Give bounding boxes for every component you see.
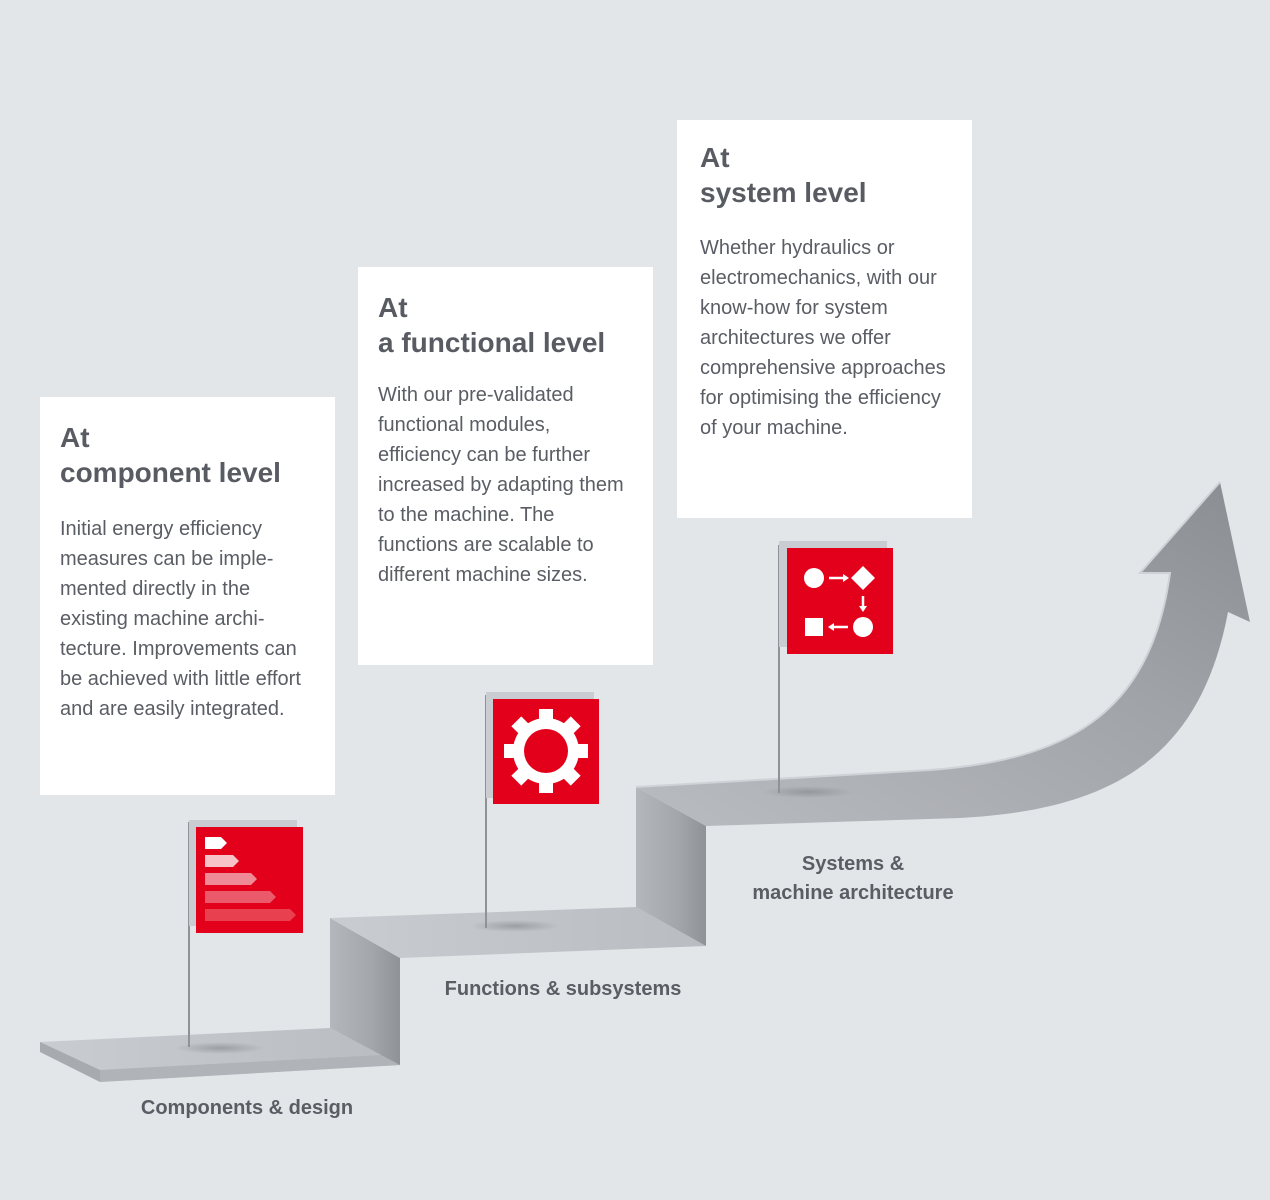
card-system-title: At system level <box>700 140 952 210</box>
step-label-systems: Systems & machine architecture <box>723 850 983 908</box>
card-functional-body: With our pre-validated functional module… <box>378 384 624 586</box>
card-system-body: Whether hydraulics or electromechanics, … <box>700 237 946 439</box>
step-label-systems-line1: Systems & <box>801 853 905 875</box>
step-label-systems-line2: machine architecture <box>752 882 954 904</box>
card-functional-title-line1: At <box>378 292 408 323</box>
card-system-level: At system level Whether hydraulics or el… <box>677 120 972 518</box>
growth-arrow <box>635 481 1250 826</box>
card-component-title: At component level <box>60 420 315 490</box>
flag-component-level <box>188 820 303 1047</box>
card-component-level: At component level Initial energy effici… <box>40 397 335 795</box>
card-system-title-line1: At <box>700 142 730 173</box>
process-flow-icon <box>804 566 875 637</box>
card-component-body: Initial energy efficiency measures can b… <box>60 518 301 720</box>
riser-1 <box>330 918 400 1065</box>
step-components <box>40 1028 400 1082</box>
gear-icon <box>504 709 588 793</box>
step-label-functions: Functions & subsystems <box>444 978 682 1000</box>
step-label-components: Components & design <box>140 1097 354 1119</box>
flag-functional-level <box>485 692 599 928</box>
card-component-title-line1: At <box>60 422 90 453</box>
card-functional-level: At a functional level With our pre-valid… <box>358 267 653 665</box>
step-functions <box>330 907 706 958</box>
card-functional-title: At a functional level <box>378 290 633 360</box>
card-functional-title-line2: a functional level <box>378 327 606 358</box>
card-system-title-line2: system level <box>700 177 867 208</box>
flag-3-panel <box>787 548 893 654</box>
flag-system-level <box>778 541 893 793</box>
energy-rating-icon <box>205 837 296 921</box>
card-component-title-line2: component level <box>60 457 281 488</box>
riser-2 <box>636 787 706 946</box>
